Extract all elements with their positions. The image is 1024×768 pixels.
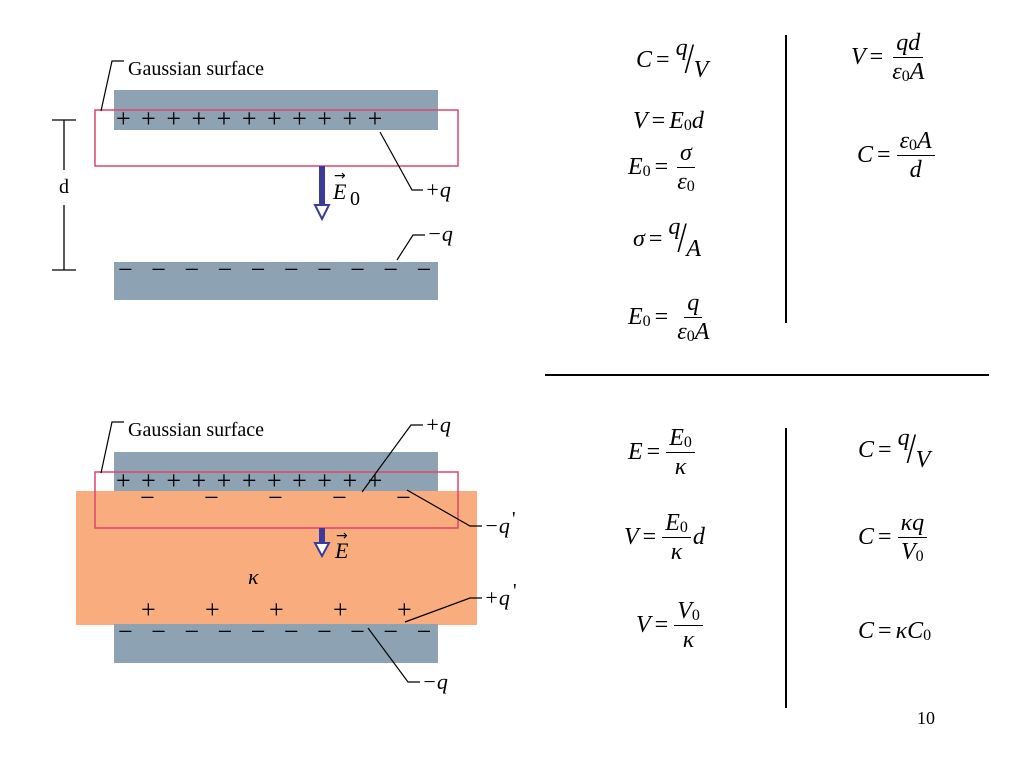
distance-dimension: d <box>52 119 76 271</box>
minus-q-prime-label: −q <box>484 513 510 538</box>
plus-q-prime-label: +q <box>484 585 510 610</box>
bottom-minus-signs: − − − − − − − − − − <box>118 617 437 646</box>
top-gaussian-label: Gaussian surface <box>128 58 264 80</box>
top-plus-signs: + + + + + + + + + + + <box>116 104 384 133</box>
bottom-minus-q-label: −q <box>422 669 448 694</box>
bottom-gaussian-surface <box>94 471 459 529</box>
svg-text:−: − <box>140 483 155 512</box>
svg-text:−: − <box>396 483 411 512</box>
bottom-plus-q-label: +q <box>425 412 451 437</box>
top-negative-plate <box>114 262 438 300</box>
svg-text:+: + <box>333 595 348 624</box>
bottom-plus-q-leader <box>361 424 423 493</box>
induced-plus-signs: + + + + + <box>141 595 412 624</box>
svg-text:+: + <box>269 595 284 624</box>
eq-sigma-q-over-a: σ= q/A <box>633 214 702 262</box>
svg-text:−: − <box>268 483 283 512</box>
bottom-capacitor: + + + + + + + + + + + − − − − − + + + + + − − … <box>76 412 517 694</box>
svg-text:+: + <box>397 595 412 624</box>
e0-arrow-label: E <box>332 179 347 204</box>
top-plus-q-label: +q <box>425 177 451 202</box>
page-number: 10 <box>917 708 935 728</box>
e-arrow-label: E <box>334 538 349 563</box>
vector-arrow-icon: → <box>336 528 348 544</box>
bottom-gaussian-label: Gaussian surface <box>128 419 264 441</box>
bottom-gaussian-leader <box>100 421 124 474</box>
eq-c-q-over-v-bottom: C= q/V <box>858 425 931 473</box>
kappa-label: κ <box>248 564 259 589</box>
top-gaussian-surface <box>94 109 459 167</box>
svg-text:+: + <box>141 595 156 624</box>
top-gaussian-leader <box>100 60 124 112</box>
top-minus-signs: − − − − − − − − − − <box>118 255 437 284</box>
svg-text:−: − <box>332 483 347 512</box>
top-vertical-rule <box>785 35 787 323</box>
induced-minus-signs: −−− −− <box>140 483 411 512</box>
horizontal-rule <box>545 374 989 376</box>
minus-q-prime-leader <box>406 489 482 527</box>
svg-text:−: − <box>204 483 219 512</box>
top-plus-q-leader <box>379 131 423 191</box>
eq-c-q-over-v: C= q/V <box>636 35 709 83</box>
bottom-minus-q-leader <box>367 627 420 683</box>
top-capacitor: + + + + + + + + + + + − − − − − − − − − … <box>52 58 459 300</box>
distance-label: d <box>59 176 69 198</box>
bottom-negative-plate <box>114 624 438 663</box>
dielectric-slab <box>76 491 477 625</box>
e0-field-arrow: E 0 → <box>313 166 360 222</box>
e-field-arrow: E → <box>313 528 349 563</box>
bottom-vertical-rule <box>785 428 787 708</box>
plus-q-prime-leader <box>404 597 482 623</box>
bottom-plus-signs: + + + + + + + + + + + <box>116 466 384 495</box>
vector-arrow-icon: → <box>334 168 346 184</box>
top-minus-q-leader <box>396 234 425 261</box>
top-minus-q-label: −q <box>427 221 453 246</box>
svg-text:+: + <box>205 595 220 624</box>
plus-q-prime-mark: ' <box>513 580 517 602</box>
e0-arrow-sub: 0 <box>350 188 360 210</box>
minus-q-prime-mark: ' <box>512 508 516 530</box>
